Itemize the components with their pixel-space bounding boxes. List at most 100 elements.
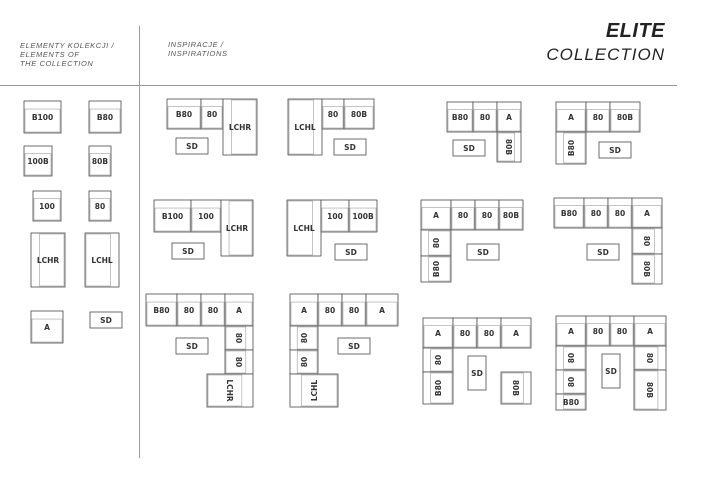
module-label: B80 xyxy=(563,398,579,407)
pouf-shape xyxy=(586,243,620,261)
module-label: 80 xyxy=(300,333,309,343)
module-shape xyxy=(200,293,226,327)
module-shape xyxy=(289,293,319,327)
module-label: 80 xyxy=(207,110,217,119)
module-label: A xyxy=(236,306,242,315)
module-shape xyxy=(500,371,532,405)
module-seat xyxy=(453,325,477,348)
module-shape xyxy=(446,101,474,133)
element-b100: B100 xyxy=(23,100,62,134)
module-seat xyxy=(556,323,586,346)
module-label: 100 xyxy=(198,212,214,221)
module-shape xyxy=(422,371,454,405)
module-label: 80B xyxy=(504,139,513,155)
module-label: LCHR xyxy=(226,224,249,233)
module-seat xyxy=(89,198,111,221)
module-seat xyxy=(632,205,662,228)
module-label: 80 xyxy=(458,211,468,220)
module-shape xyxy=(166,98,202,130)
module-label: LCHL xyxy=(293,224,315,233)
module-seat xyxy=(501,372,524,404)
module-shape xyxy=(23,100,62,134)
module-seat xyxy=(477,325,501,348)
pouf-shape xyxy=(89,311,123,329)
module-label: B80 xyxy=(561,209,577,218)
module-shape xyxy=(498,199,524,231)
module-seat xyxy=(39,233,65,287)
module-seat xyxy=(349,207,377,232)
pouf-label: SD xyxy=(471,369,483,378)
module-label: A xyxy=(644,209,650,218)
module-label: 80 xyxy=(593,327,603,336)
module-label: 80 xyxy=(434,355,443,365)
module-shape xyxy=(474,199,500,231)
pouf-label: SD xyxy=(186,142,198,151)
module-shape xyxy=(289,325,319,351)
module-seat xyxy=(201,301,225,326)
module-shape xyxy=(555,131,587,165)
module-shape xyxy=(84,232,120,288)
module-seat xyxy=(428,256,451,282)
pouf-label: SD xyxy=(100,316,112,325)
module-label: A xyxy=(568,113,574,122)
module-label: LCHL xyxy=(310,380,319,402)
module-shape xyxy=(341,293,367,327)
module-seat xyxy=(167,106,201,129)
module-label: 80 xyxy=(617,327,627,336)
module-seat xyxy=(231,99,257,155)
element-sd: SD xyxy=(89,311,123,329)
module-label: A xyxy=(301,306,307,315)
module-seat xyxy=(24,108,61,133)
module-seat xyxy=(473,109,497,132)
module-seat xyxy=(191,207,221,232)
module-seat xyxy=(563,394,586,410)
module-shape xyxy=(633,345,667,371)
element-100b: 100B xyxy=(23,145,53,177)
header-divider xyxy=(0,85,677,86)
module-shape xyxy=(32,190,62,222)
module-seat xyxy=(430,372,453,404)
module-label: 80 xyxy=(591,209,601,218)
module-seat xyxy=(501,325,531,348)
module-label: A xyxy=(44,323,50,332)
module-label: 80 xyxy=(593,113,603,122)
module-label: 80B xyxy=(617,113,633,122)
module-seat xyxy=(634,323,666,346)
module-shape xyxy=(224,325,254,351)
module-shape xyxy=(365,293,399,327)
module-seat xyxy=(563,346,586,370)
pouf-label: SD xyxy=(605,367,617,376)
module-shape xyxy=(320,199,350,233)
module-label: LCHL xyxy=(294,123,316,132)
elements-heading-line1: ELEMENTY KOLEKCJI / xyxy=(20,41,115,50)
module-seat xyxy=(89,153,111,176)
module-seat xyxy=(318,301,342,326)
module-seat xyxy=(584,205,608,228)
module-shape xyxy=(222,98,258,156)
element-corner: A xyxy=(30,310,64,344)
module-shape xyxy=(420,229,452,257)
module-seat xyxy=(610,109,640,132)
pouf-shape xyxy=(334,243,368,261)
module-label: 80 xyxy=(234,333,243,343)
module-shape xyxy=(631,227,663,255)
module-shape xyxy=(476,317,502,349)
element-80b: 80B xyxy=(88,145,112,177)
module-label: 80 xyxy=(460,329,470,338)
module-label: A xyxy=(513,329,519,338)
module-shape xyxy=(496,101,522,133)
module-label: 100B xyxy=(27,157,49,166)
module-label: A xyxy=(379,306,385,315)
brand-title: ELITE xyxy=(605,20,665,42)
pouf-shape xyxy=(171,242,205,260)
pouf-shape xyxy=(601,353,621,389)
module-label: A xyxy=(506,113,512,122)
module-seat xyxy=(497,132,515,162)
module-seat xyxy=(225,301,253,326)
module-label: 80 xyxy=(208,306,218,315)
